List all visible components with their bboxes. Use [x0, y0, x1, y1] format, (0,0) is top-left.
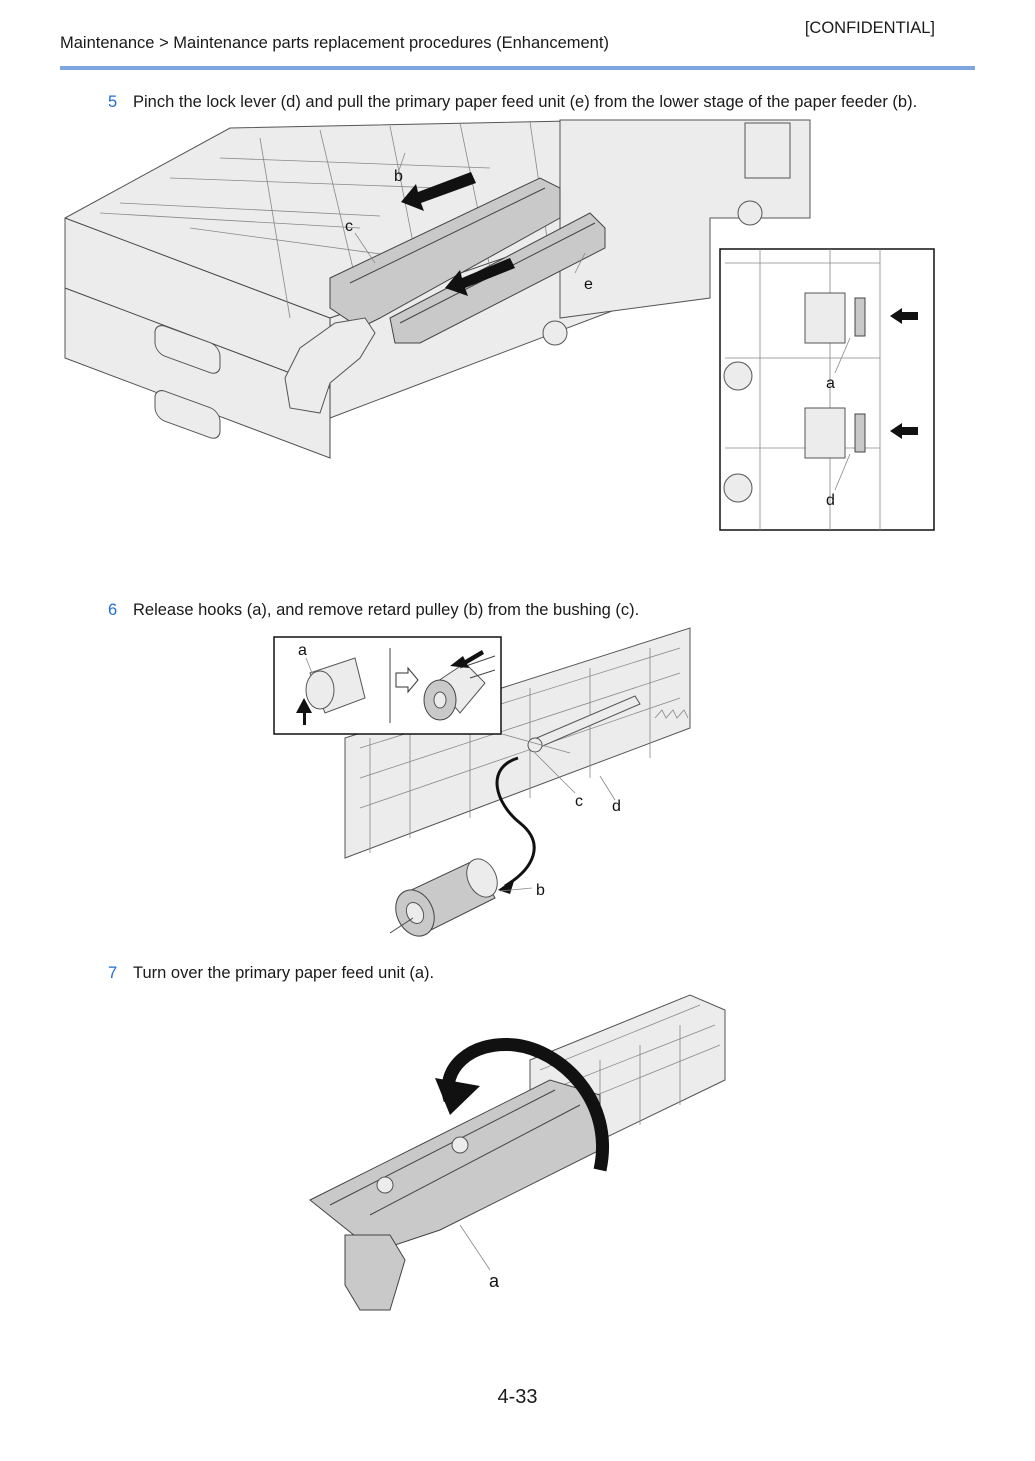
- step-number: 6: [108, 601, 118, 619]
- retard-pulley: [389, 858, 498, 937]
- detail-inset: a d: [719, 248, 935, 531]
- step-number: 7: [108, 964, 118, 982]
- label-d: d: [612, 798, 621, 815]
- step-6: 6 Release hooks (a), and remove retard pu…: [108, 601, 639, 620]
- figure-step-7-turn-over-unit: a: [309, 994, 726, 1311]
- confidential-label: [CONFIDENTIAL]: [804, 19, 935, 37]
- step-7: 7 Turn over the primary paper feed unit (…: [108, 964, 434, 983]
- step-text: Pinch the lock lever (d) and pull the pr…: [133, 93, 918, 111]
- step-5: 5 Pinch the lock lever (d) and pull the p…: [108, 93, 917, 112]
- label-b: b: [536, 882, 545, 899]
- step-text: Turn over the primary paper feed unit (a…: [133, 964, 435, 982]
- header-divider: [60, 66, 975, 70]
- step-number: 5: [108, 93, 118, 111]
- label-a: a: [489, 1271, 500, 1291]
- label-e: e: [584, 276, 593, 293]
- label-a: a: [826, 375, 835, 392]
- label-c: c: [345, 218, 353, 235]
- figure-step-5-paper-feeder: b c e a d: [64, 119, 935, 531]
- page-number: 4-33: [497, 1386, 538, 1408]
- figure-step-6-retard-pulley: b c d a: [273, 627, 691, 937]
- hook-detail-inset: a: [273, 636, 571, 754]
- label-d: d: [826, 492, 835, 509]
- label-c: c: [575, 793, 583, 810]
- label-b: b: [394, 168, 403, 185]
- step-text: Release hooks (a), and remove retard pul…: [133, 601, 640, 619]
- label-a: a: [298, 642, 307, 659]
- breadcrumb: Maintenance > Maintenance parts replacem…: [60, 34, 609, 52]
